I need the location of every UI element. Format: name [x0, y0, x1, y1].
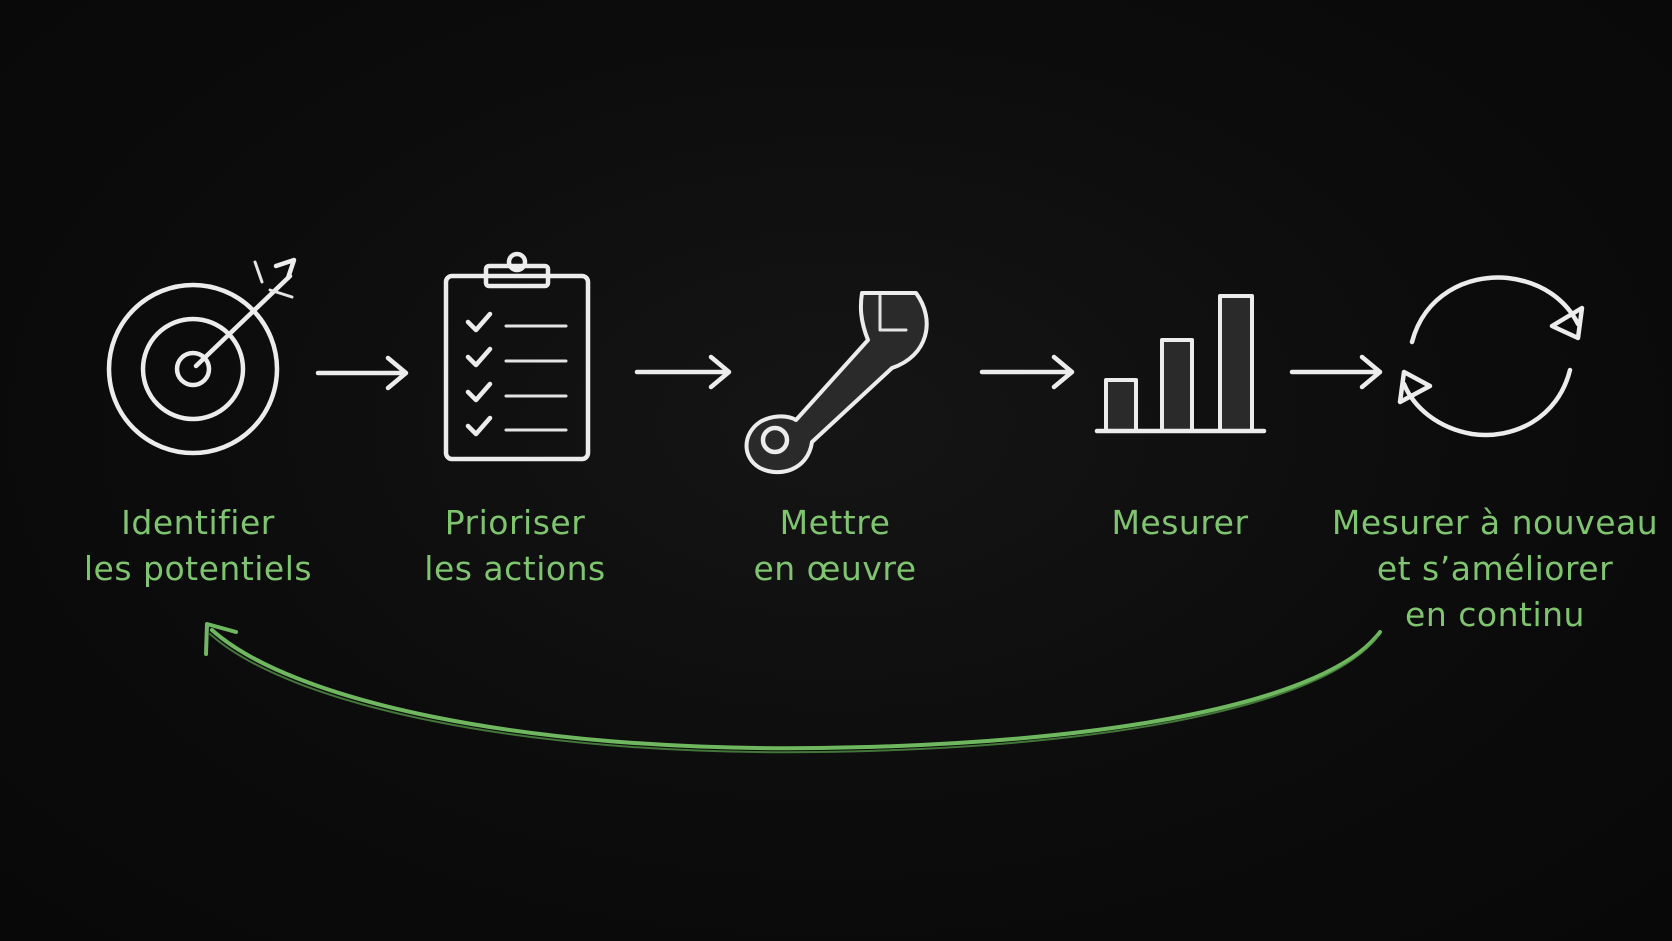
- step-label-identifier: Identifier les potentiels: [73, 500, 323, 592]
- step-label-line: Mettre: [779, 503, 891, 542]
- step-label-line: Mesurer: [1111, 503, 1249, 542]
- step-label-line: Mesurer à nouveau: [1331, 503, 1659, 542]
- step-label-line: en continu: [1405, 595, 1585, 634]
- step-label-line: les actions: [424, 549, 606, 588]
- flow-arrow-3: [979, 354, 1075, 390]
- step-label-line: Prioriser: [444, 503, 586, 542]
- clipboard-checklist-icon: [443, 251, 591, 462]
- step-label-mesurer: Mesurer: [1070, 500, 1290, 546]
- target-icon: [106, 257, 297, 456]
- wrench-icon: [744, 291, 929, 474]
- step-label-line: et s’améliorer: [1376, 549, 1614, 588]
- bar-chart-icon: [1094, 294, 1267, 434]
- step-label-ameliorer: Mesurer à nouveau et s’améliorer en cont…: [1330, 500, 1660, 638]
- flow-arrow-2: [634, 354, 732, 390]
- step-label-mettre: Mettre en œuvre: [720, 500, 950, 592]
- step-label-line: en œuvre: [753, 549, 917, 588]
- cycle-arrows-icon: [1397, 275, 1585, 438]
- step-label-line: Identifier: [121, 503, 275, 542]
- step-label-line: les potentiels: [83, 549, 313, 588]
- feedback-loop-arrow: [204, 622, 1382, 754]
- step-label-prioriser: Prioriser les actions: [400, 500, 630, 592]
- flow-arrow-1: [315, 355, 409, 391]
- flow-arrow-4: [1289, 354, 1383, 390]
